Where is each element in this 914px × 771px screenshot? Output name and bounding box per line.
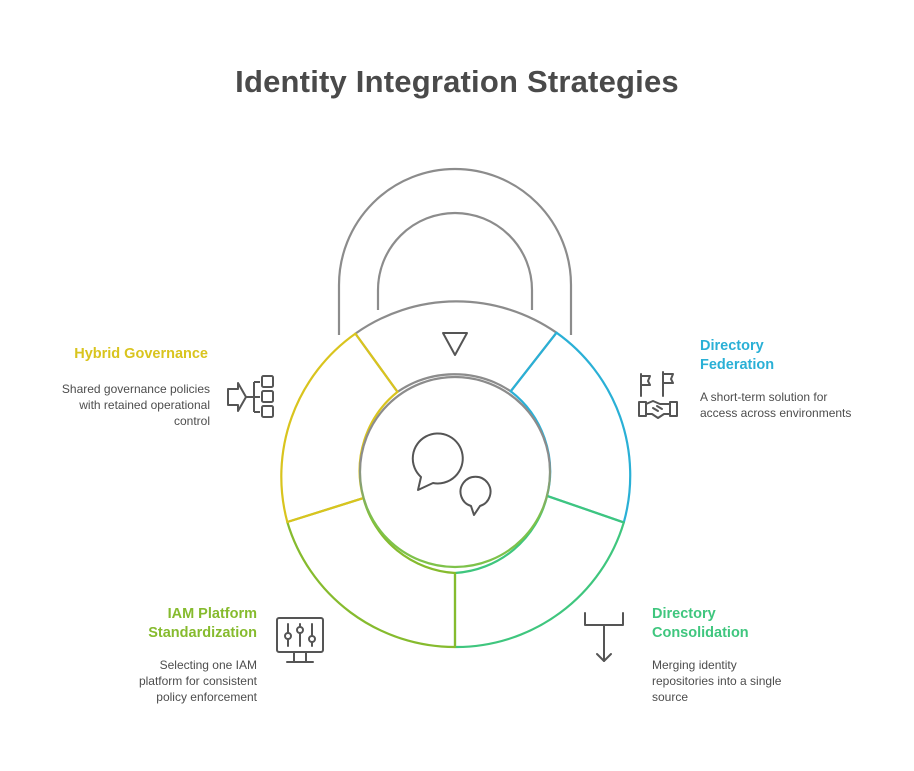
lock-shackle — [337, 167, 573, 335]
segment-consolidation[interactable] — [453, 494, 625, 649]
segment-hybrid[interactable] — [280, 332, 399, 524]
iam-platform-heading: IAM Platform Standardization — [148, 606, 257, 641]
directory-consolidation-heading: Directory Consolidation — [652, 606, 749, 641]
hybrid-governance-heading: Hybrid Governance — [74, 346, 208, 362]
directory-federation-heading: Directory Federation — [700, 338, 775, 373]
segment-iam[interactable] — [286, 497, 457, 649]
control-panel-icon — [276, 617, 324, 663]
triangle-down-icon — [442, 332, 468, 356]
page-title: Identity Integration Strategies — [235, 64, 679, 99]
merge-arrow-icon — [584, 612, 624, 662]
segment-federation[interactable] — [509, 331, 632, 524]
chat-bubbles-icon — [411, 432, 492, 516]
segment-top — [354, 300, 558, 393]
directory-federation-description: A short-term solution for access across … — [700, 390, 852, 420]
handshake-icon — [638, 371, 678, 419]
lock-center-circle — [358, 375, 552, 569]
hierarchy-icon — [227, 375, 274, 418]
directory-consolidation-description: Merging identity repositories into a sin… — [652, 658, 782, 704]
hybrid-governance-description: Shared governance policies with retained… — [61, 382, 210, 428]
iam-platform-description: Selecting one IAM platform for consisten… — [138, 658, 257, 704]
